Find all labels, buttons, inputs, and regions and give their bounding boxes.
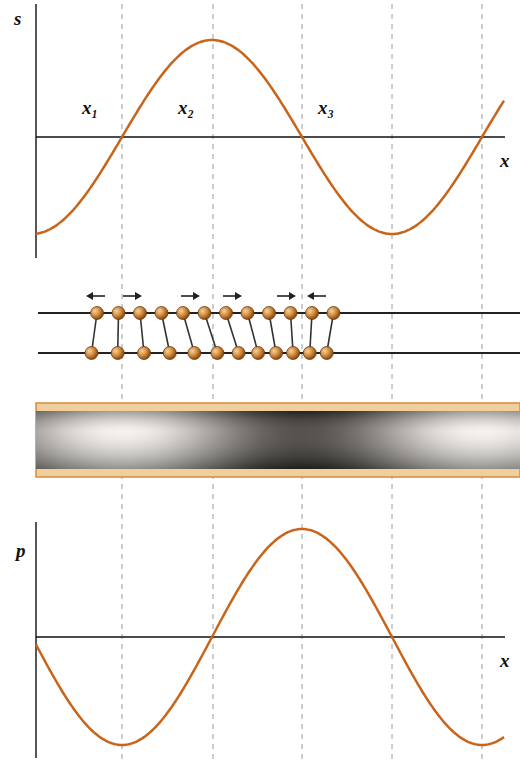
mass-ball <box>241 307 254 320</box>
guide-line <box>392 4 393 760</box>
axis-label: x <box>498 650 512 671</box>
guide-line <box>302 4 303 760</box>
mass-ball <box>111 347 124 360</box>
arrow-head <box>86 292 93 300</box>
mass-ball <box>163 347 176 360</box>
rail-line <box>38 312 520 314</box>
mass-ball <box>211 347 224 360</box>
mass-ball <box>198 307 211 320</box>
mass-ball <box>232 347 245 360</box>
tube-wall <box>36 403 520 477</box>
arrow-head <box>193 292 200 300</box>
guide-line <box>213 4 214 760</box>
mass-ball <box>252 347 265 360</box>
axis-line <box>35 4 36 258</box>
axes <box>36 4 505 758</box>
mass-ball <box>270 347 283 360</box>
axis-line <box>36 636 505 637</box>
mass-ball <box>327 307 340 320</box>
axis-label: p <box>14 540 28 561</box>
axis-label: x₃ <box>316 97 336 118</box>
axis-label: x₂ <box>176 97 196 118</box>
axis-line <box>36 136 505 137</box>
guide-line <box>482 4 483 760</box>
mass-ball <box>287 347 300 360</box>
axis-line <box>35 522 36 758</box>
arrow-head <box>235 292 242 300</box>
displacement-curve <box>36 40 504 234</box>
motion-arrows <box>86 292 326 300</box>
axis-label: x <box>498 150 512 171</box>
arrow-head <box>289 292 296 300</box>
guide-line <box>122 4 123 760</box>
mass-ball <box>85 347 98 360</box>
links <box>92 313 334 353</box>
mass-ball <box>284 307 297 320</box>
mass-ball <box>306 307 319 320</box>
tube-shading <box>36 411 520 469</box>
mass-ball <box>112 307 125 320</box>
axis-label: x₁ <box>80 97 100 118</box>
mass-ball <box>155 307 168 320</box>
mass-ball <box>134 307 147 320</box>
axis-label: s <box>12 8 23 29</box>
masses <box>85 307 340 360</box>
tube-gas <box>36 411 520 469</box>
guide-lines <box>122 4 482 760</box>
mass-ball <box>320 347 333 360</box>
mass-ball <box>220 307 233 320</box>
mass-ball <box>188 347 201 360</box>
mass-ball <box>138 347 151 360</box>
arrow-head <box>307 292 314 300</box>
mass-ball <box>177 307 190 320</box>
mass-ball <box>263 307 276 320</box>
pressure-curve <box>36 529 504 745</box>
mass-ball <box>91 307 104 320</box>
mass-ball <box>303 347 316 360</box>
arrow-head <box>135 292 142 300</box>
